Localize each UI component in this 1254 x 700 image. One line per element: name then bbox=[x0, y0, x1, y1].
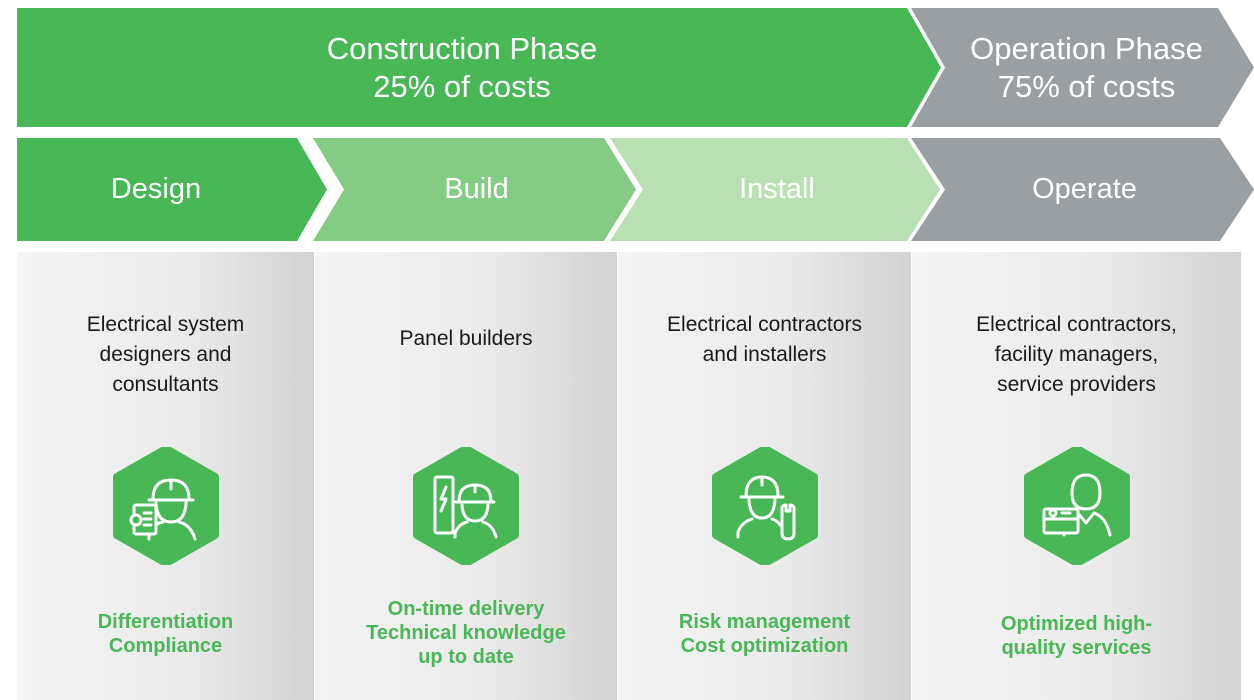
install-actor-text: Electrical contractors and installers bbox=[618, 310, 911, 370]
benefit-line: Differentiation bbox=[97, 611, 234, 633]
actor-line: designers and bbox=[99, 343, 232, 366]
benefit-line: Cost optimization bbox=[680, 635, 849, 657]
design-actor-text: Electrical system designers and consulta… bbox=[17, 310, 314, 400]
actor-line: facility managers, bbox=[994, 343, 1159, 366]
design-column: Electrical system designers and consulta… bbox=[17, 252, 314, 700]
step-design-chevron: Design bbox=[17, 138, 327, 241]
install-column: Electrical contractors and installers Ri… bbox=[618, 252, 911, 700]
benefit-line: Technical knowledge bbox=[366, 622, 566, 644]
panel-builder-hardhat-panel-icon bbox=[407, 447, 525, 565]
actor-line: Electrical system bbox=[86, 313, 245, 336]
operation-phase-arrow: Operation Phase 75% of costs bbox=[911, 8, 1254, 127]
benefit-line: up to date bbox=[418, 646, 514, 668]
actor-line: Panel builders bbox=[399, 327, 533, 350]
build-benefits: On-time delivery Technical knowledge up … bbox=[315, 597, 617, 669]
benefit-line: Optimized high- bbox=[1000, 613, 1153, 635]
design-benefits: Differentiation Compliance bbox=[17, 610, 314, 658]
designer-hardhat-document-icon bbox=[107, 447, 225, 565]
build-actor-text: Panel builders bbox=[315, 324, 617, 354]
build-column: Panel builders On-time delivery Technica… bbox=[315, 252, 617, 700]
benefit-line: quality services bbox=[1001, 637, 1152, 659]
construction-phase-arrow: Construction Phase 25% of costs bbox=[17, 8, 941, 127]
step-operate-chevron: Operate bbox=[911, 138, 1254, 241]
benefit-line: Compliance bbox=[108, 635, 223, 657]
operation-phase-title: Operation Phase bbox=[970, 30, 1203, 66]
step-install-label: Install bbox=[739, 173, 815, 205]
step-design-label: Design bbox=[110, 173, 202, 205]
installer-hardhat-wrench-icon bbox=[706, 447, 824, 565]
actor-line: Electrical contractors bbox=[667, 313, 862, 336]
actor-line: and installers bbox=[702, 343, 827, 366]
actor-line: consultants bbox=[112, 373, 219, 396]
service-provider-toolbox-icon bbox=[1018, 447, 1136, 565]
operation-phase-cost: 75% of costs bbox=[997, 68, 1176, 104]
benefit-line: On-time delivery bbox=[387, 598, 545, 620]
step-build-chevron: Build bbox=[313, 138, 636, 241]
step-build-label: Build bbox=[444, 173, 509, 205]
construction-phase-cost: 25% of costs bbox=[373, 68, 551, 104]
operate-column: Electrical contractors, facility manager… bbox=[912, 252, 1241, 700]
operate-actor-text: Electrical contractors, facility manager… bbox=[912, 310, 1241, 400]
operate-benefits: Optimized high- quality services bbox=[912, 612, 1241, 660]
step-operate-label: Operate bbox=[1032, 173, 1137, 205]
step-install-chevron: Install bbox=[610, 138, 940, 241]
actor-line: service providers bbox=[997, 373, 1156, 396]
actor-line: Electrical contractors, bbox=[976, 313, 1177, 336]
benefit-line: Risk management bbox=[678, 611, 851, 633]
install-benefits: Risk management Cost optimization bbox=[618, 610, 911, 658]
construction-phase-title: Construction Phase bbox=[326, 30, 598, 66]
